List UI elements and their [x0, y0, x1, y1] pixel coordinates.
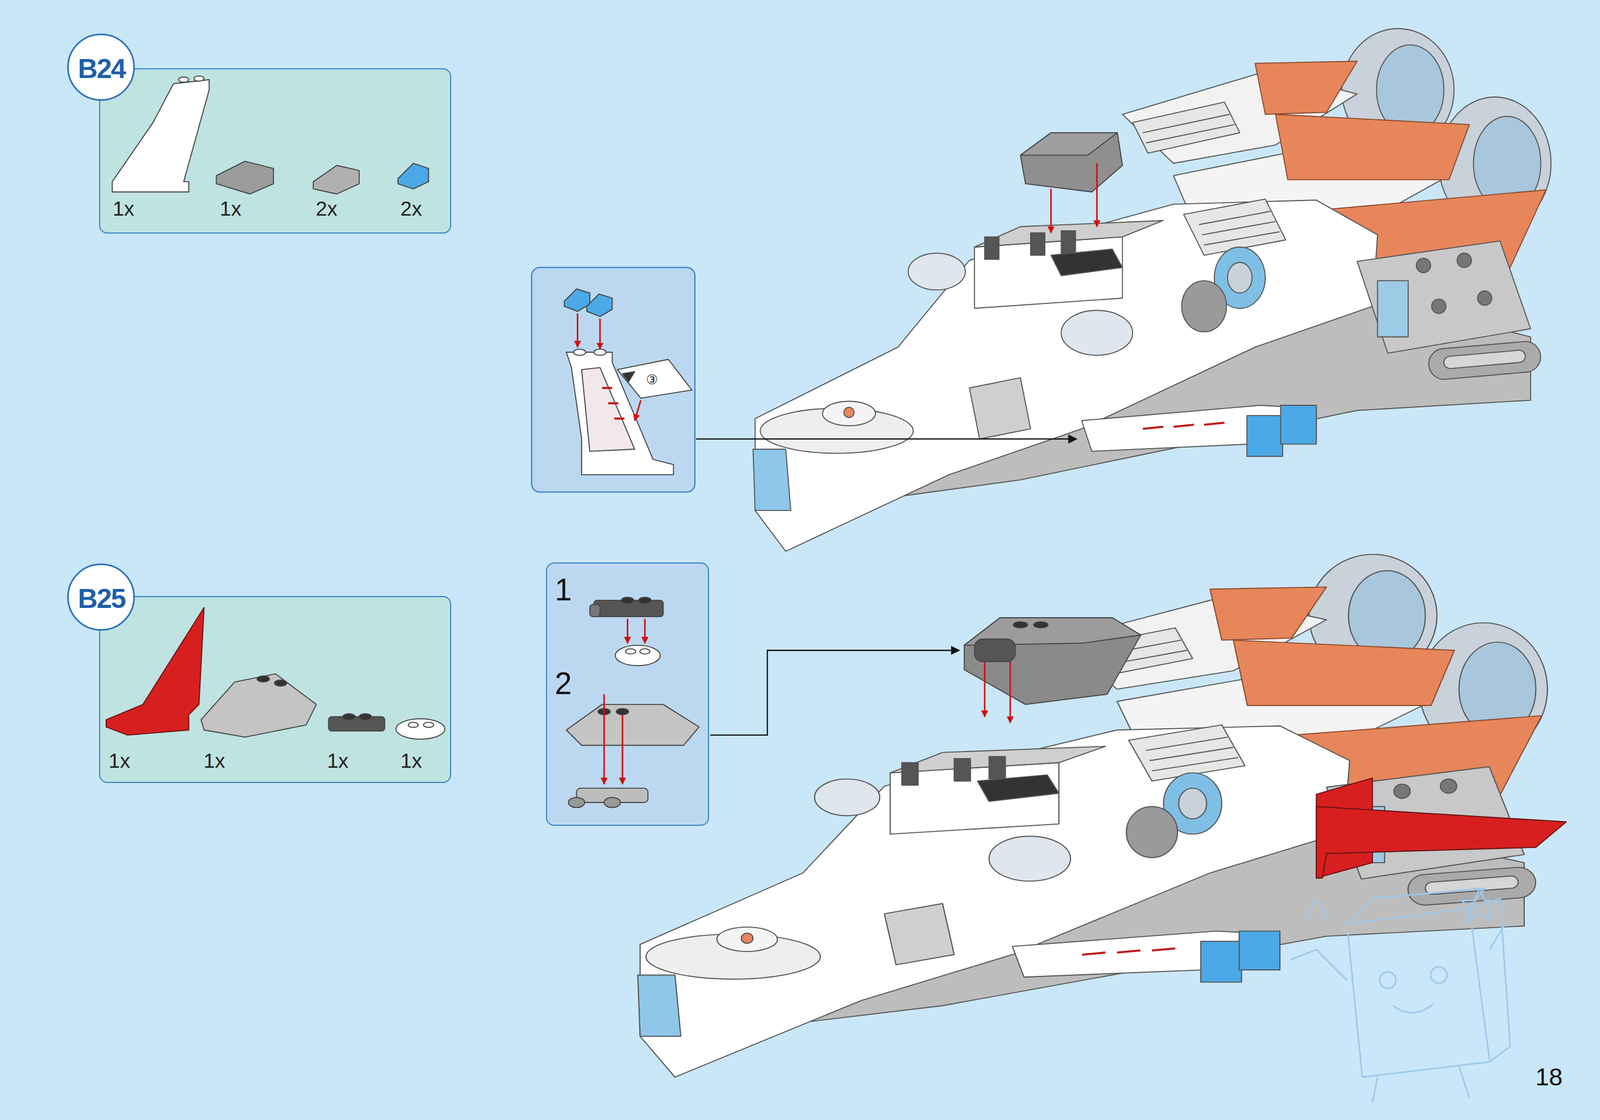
part-quantity: 2x — [315, 198, 338, 220]
sub-step-number: 1 — [554, 574, 572, 606]
step-number: B25 — [77, 584, 126, 613]
part-quantity: 1x — [219, 198, 242, 220]
part-quantity: 1x — [108, 751, 131, 772]
sub-step-number: 2 — [554, 668, 572, 700]
part-quantity: 1x — [400, 751, 422, 772]
part-quantity: 1x — [327, 751, 349, 772]
parts-panel: 1x 1x 1x 1x — [99, 595, 452, 783]
step-badge: B25 — [67, 563, 135, 631]
page-number: 18 — [1535, 1064, 1563, 1089]
part-quantity: 1x — [112, 198, 135, 220]
sub-assembly-box: 12 — [545, 562, 710, 826]
part-quantity: 2x — [400, 198, 422, 220]
part-quantity: 1x — [203, 751, 226, 772]
step-number: B24 — [77, 55, 126, 83]
step-badge: B24 — [67, 33, 135, 101]
sticker-callout: ③ — [646, 373, 659, 387]
parts-panel: 1x 1x 2x 2x — [99, 68, 452, 234]
